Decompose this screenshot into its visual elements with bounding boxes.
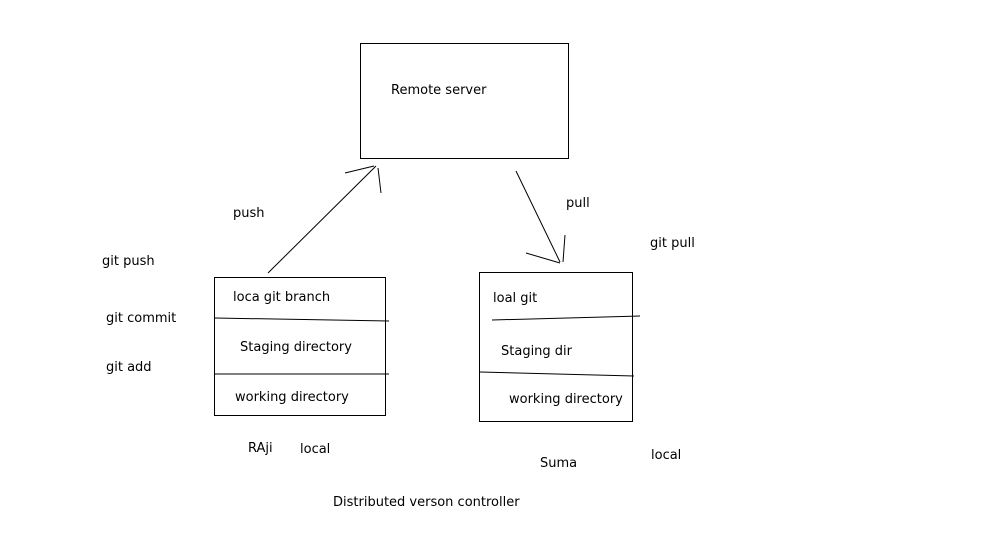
suma-user-label: Suma — [540, 456, 578, 471]
raji-divider-top — [214, 317, 390, 322]
suma-location-label: local — [651, 448, 682, 463]
raji-local-box — [214, 277, 386, 416]
raji-user-label: RAji — [248, 441, 273, 456]
push-arrowhead-left — [344, 165, 375, 174]
suma-divider-bottom — [479, 371, 635, 377]
pull-label: pull — [566, 196, 590, 211]
suma-working-label: working directory — [509, 392, 623, 407]
raji-working-label: working directory — [235, 390, 349, 405]
push-arrowhead-right — [377, 167, 382, 194]
remote-server-label: Remote server — [391, 83, 487, 98]
pull-arrowhead-left — [525, 252, 561, 264]
raji-branch-label: loca git branch — [233, 290, 331, 305]
pull-arrowhead-right — [562, 234, 566, 263]
git-add-command: git add — [106, 360, 152, 375]
git-commit-command: git commit — [106, 311, 177, 326]
suma-local-box — [479, 272, 633, 422]
remote-server-box — [360, 43, 569, 159]
raji-staging-label: Staging directory — [240, 340, 352, 355]
push-arrow-shaft — [267, 165, 377, 274]
suma-divider-top — [491, 315, 641, 321]
git-pull-command: git pull — [650, 236, 695, 251]
diagram-caption: Distributed verson controller — [333, 495, 520, 510]
suma-staging-label: Staging dir — [501, 344, 573, 359]
raji-location-label: local — [300, 442, 331, 457]
push-label: push — [233, 206, 265, 221]
pull-arrow-shaft — [515, 170, 561, 263]
suma-branch-label: loal git — [493, 291, 538, 306]
git-push-command: git push — [102, 254, 155, 269]
